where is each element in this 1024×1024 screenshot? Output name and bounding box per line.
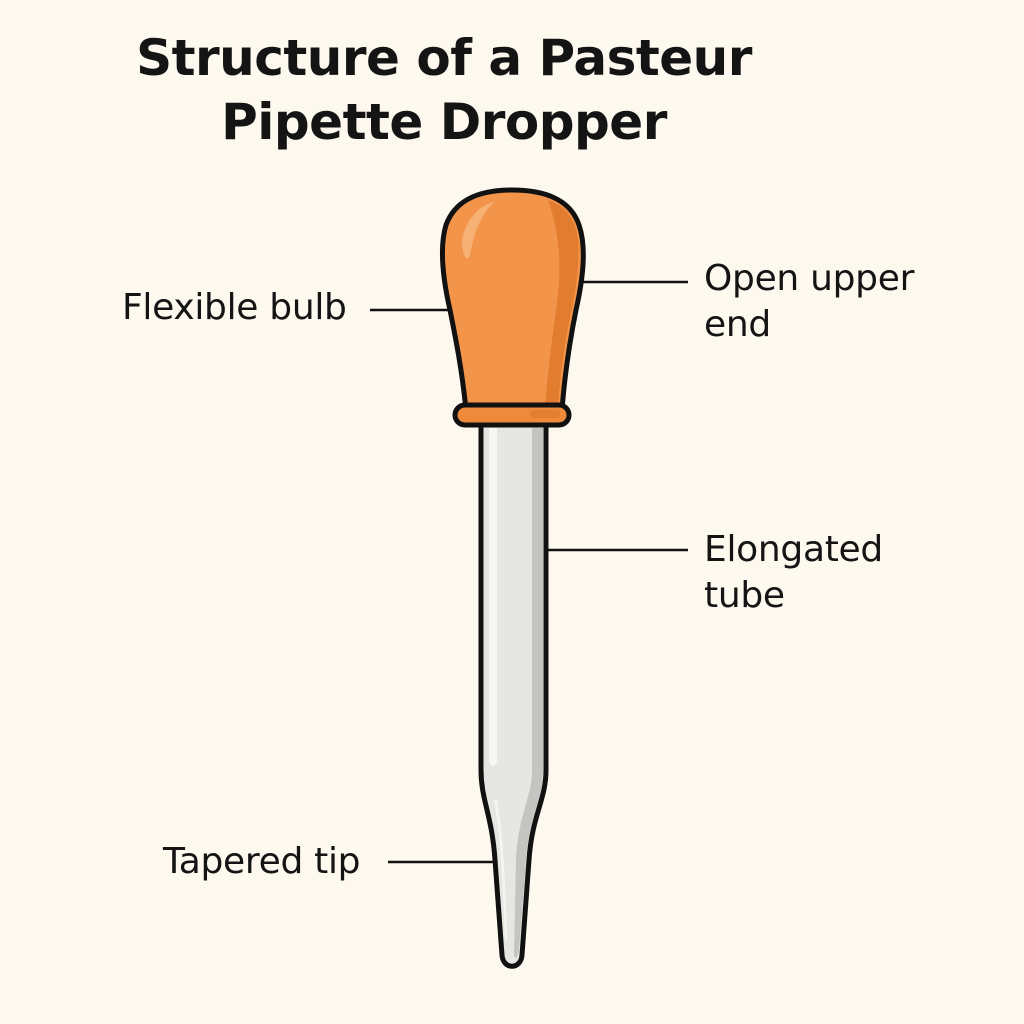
label-elongated-tube: Elongated tube bbox=[704, 529, 883, 616]
label-open-upper-end: Open upper end bbox=[704, 258, 915, 345]
bulb-collar bbox=[452, 402, 572, 428]
label-flexible-bulb: Flexible bulb bbox=[122, 287, 347, 328]
title-line-2: Pipette Dropper bbox=[221, 93, 667, 151]
diagram-title: Structure of a Pasteur Pipette Dropper bbox=[0, 26, 888, 154]
label-tapered-tip: Tapered tip bbox=[163, 841, 361, 882]
title-line-1: Structure of a Pasteur bbox=[136, 29, 752, 87]
glass-tube bbox=[478, 419, 549, 969]
rubber-bulb bbox=[440, 187, 586, 413]
